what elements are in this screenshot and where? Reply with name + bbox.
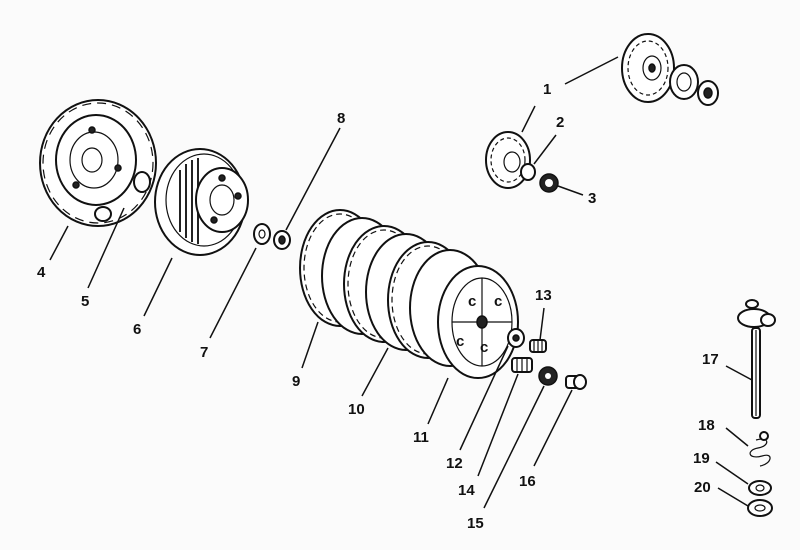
svg-text:c: c bbox=[494, 293, 502, 310]
leader-15 bbox=[483, 385, 545, 509]
leader-2 bbox=[533, 134, 557, 165]
part-3-nut-drawing bbox=[539, 173, 559, 193]
part-8-nut-drawing bbox=[273, 230, 291, 250]
label-part-11: 11 bbox=[413, 429, 429, 446]
leader-3 bbox=[557, 185, 584, 196]
part-7-washer-drawing bbox=[253, 223, 271, 245]
part-4-clutch-housing-drawing bbox=[39, 99, 157, 227]
leader-lines bbox=[49, 56, 753, 509]
label-part-1: 1 bbox=[543, 81, 551, 98]
label-part-8: 8 bbox=[337, 110, 345, 127]
label-part-12: 12 bbox=[446, 455, 463, 472]
part-18-spring-drawing bbox=[749, 431, 771, 467]
label-part-4: 4 bbox=[37, 264, 46, 281]
leader-19 bbox=[715, 461, 749, 485]
label-part-14: 14 bbox=[458, 482, 475, 499]
label-part-6: 6 bbox=[133, 321, 141, 338]
leader-7 bbox=[209, 247, 257, 339]
label-part-15: 15 bbox=[467, 515, 484, 532]
leader-6 bbox=[143, 257, 173, 317]
label-part-13: 13 bbox=[535, 287, 552, 304]
leader-13 bbox=[539, 307, 545, 341]
part-17-pushrod-drawing bbox=[737, 299, 776, 419]
leader-10 bbox=[361, 347, 389, 397]
leader-11 bbox=[427, 377, 449, 425]
label-part-18: 18 bbox=[698, 417, 715, 434]
label-part-3: 3 bbox=[588, 190, 596, 207]
label-part-16: 16 bbox=[519, 473, 536, 490]
leader-20 bbox=[717, 487, 749, 507]
leader-1b bbox=[521, 105, 536, 133]
label-part-7: 7 bbox=[200, 344, 208, 361]
leader-1 bbox=[564, 56, 619, 85]
leader-16 bbox=[533, 389, 573, 467]
part-9-11-clutch-plates-drawing: c c c c bbox=[299, 209, 519, 379]
label-part-17: 17 bbox=[702, 351, 719, 368]
leader-9 bbox=[301, 321, 319, 369]
part-6-clutch-hub-drawing bbox=[154, 148, 249, 256]
part-2-sprocket-drawing bbox=[485, 131, 536, 189]
leader-8 bbox=[285, 127, 341, 231]
leader-17 bbox=[725, 365, 753, 381]
label-part-5: 5 bbox=[81, 293, 89, 310]
part-19-20-washers-drawing bbox=[747, 480, 773, 517]
label-part-9: 9 bbox=[292, 373, 300, 390]
leader-5 bbox=[87, 207, 125, 289]
label-part-19: 19 bbox=[693, 450, 710, 467]
label-part-2: 2 bbox=[556, 114, 564, 131]
label-part-20: 20 bbox=[694, 479, 711, 496]
svg-text:c: c bbox=[468, 293, 476, 310]
leader-4 bbox=[49, 225, 69, 261]
svg-text:c: c bbox=[480, 339, 488, 356]
label-part-10: 10 bbox=[348, 401, 365, 418]
leader-12 bbox=[459, 345, 509, 451]
part-12-16-hardware-drawing bbox=[507, 328, 587, 390]
leader-14 bbox=[477, 373, 519, 477]
part-1-primary-gear-drawing bbox=[621, 33, 719, 106]
svg-text:c: c bbox=[456, 333, 464, 350]
part-labels: 1 2 3 4 5 6 7 8 9 10 11 12 13 14 15 16 1… bbox=[37, 81, 719, 532]
leader-18 bbox=[725, 427, 749, 447]
